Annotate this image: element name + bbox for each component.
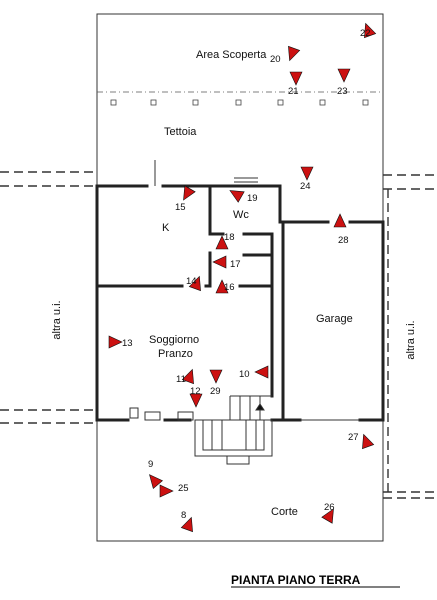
camera-arrow-icon xyxy=(215,235,229,250)
photo-marker-22: 22 xyxy=(360,22,377,39)
photo-marker-24: 24 xyxy=(300,166,314,192)
photo-marker-number: 22 xyxy=(360,28,371,39)
photo-marker-number: 20 xyxy=(270,54,281,65)
photo-marker-17: 17 xyxy=(212,255,241,270)
photo-marker-25: 25 xyxy=(159,483,189,498)
photo-marker-9: 9 xyxy=(148,459,164,489)
photo-marker-number: 17 xyxy=(230,259,241,270)
photo-marker-15: 15 xyxy=(175,185,196,213)
photo-marker-16: 16 xyxy=(215,279,235,294)
label-area-scoperta: Area Scoperta xyxy=(196,49,267,61)
camera-arrow-icon xyxy=(333,213,347,228)
photo-marker-number: 11 xyxy=(176,374,186,385)
photo-marker-number: 9 xyxy=(148,459,153,470)
photo-marker-number: 19 xyxy=(247,193,258,204)
label-pranzo: Pranzo xyxy=(158,348,193,360)
camera-arrow-icon xyxy=(337,68,351,83)
photo-marker-number: 26 xyxy=(324,502,335,513)
photo-marker-13: 13 xyxy=(108,335,133,349)
photo-markers: 22 20 21 23 24 15 19 28 18 17 14 16 13 11 29 10 12 27 9 25 8… xyxy=(108,22,377,533)
photo-marker-number: 14 xyxy=(186,276,197,287)
camera-arrow-icon xyxy=(189,393,203,408)
photo-marker-number: 16 xyxy=(224,282,235,293)
camera-arrow-icon xyxy=(188,275,201,292)
photo-marker-number: 8 xyxy=(181,510,186,521)
camera-arrow-icon xyxy=(183,185,196,201)
camera-arrow-icon xyxy=(215,279,229,294)
camera-arrow-icon xyxy=(159,484,174,498)
photo-marker-number: 10 xyxy=(239,369,250,380)
camera-arrow-icon xyxy=(108,335,123,349)
photo-marker-number: 21 xyxy=(288,86,299,97)
photo-marker-23: 23 xyxy=(337,68,351,97)
photo-marker-12: 12 xyxy=(189,386,203,408)
photo-marker-20: 20 xyxy=(270,45,301,65)
photo-marker-8: 8 xyxy=(180,510,193,533)
label-altra-ui-right: altra u.i. xyxy=(405,320,417,359)
photo-marker-number: 23 xyxy=(337,86,348,97)
photo-marker-28: 28 xyxy=(333,213,349,246)
photo-marker-11: 11 xyxy=(176,368,194,385)
photo-marker-29: 29 xyxy=(209,369,223,397)
photo-marker-18: 18 xyxy=(215,232,235,250)
photo-marker-number: 12 xyxy=(190,386,201,397)
photo-marker-19: 19 xyxy=(229,190,258,204)
photo-marker-number: 24 xyxy=(300,181,311,192)
camera-arrow-icon xyxy=(181,368,194,385)
label-soggiorno: Soggiorno xyxy=(149,334,199,346)
photo-marker-26: 26 xyxy=(321,502,335,524)
photo-marker-27: 27 xyxy=(348,432,375,450)
label-altra-ui-left: altra u.i. xyxy=(51,300,63,339)
camera-arrow-icon xyxy=(300,166,314,181)
photo-marker-number: 15 xyxy=(175,202,186,213)
photo-marker-number: 25 xyxy=(178,483,189,494)
camera-arrow-icon xyxy=(364,22,377,39)
photo-marker-number: 27 xyxy=(348,432,359,443)
camera-arrow-icon xyxy=(209,369,223,384)
entrance-steps xyxy=(129,160,273,465)
camera-arrow-icon xyxy=(254,365,269,379)
camera-arrow-icon xyxy=(288,45,301,62)
photo-marker-10: 10 xyxy=(239,365,269,380)
label-wc: Wc xyxy=(233,209,249,221)
neighbour-boundaries xyxy=(0,171,437,499)
photo-marker-14: 14 xyxy=(186,275,201,292)
photo-marker-21: 21 xyxy=(288,71,303,97)
label-tettoia: Tettoia xyxy=(164,126,197,138)
label-corte: Corte xyxy=(271,506,298,518)
canopy-posts xyxy=(110,99,369,106)
camera-arrow-icon xyxy=(229,190,245,203)
label-garage: Garage xyxy=(316,313,353,325)
photo-marker-number: 18 xyxy=(224,232,235,243)
camera-arrow-icon xyxy=(212,255,227,269)
camera-arrow-icon xyxy=(289,71,303,86)
camera-arrow-icon xyxy=(180,516,193,533)
photo-marker-number: 28 xyxy=(338,235,349,246)
camera-arrow-icon xyxy=(321,508,334,524)
drawing-title: PIANTA PIANO TERRA xyxy=(231,573,361,587)
photo-marker-number: 13 xyxy=(122,338,133,349)
photo-marker-number: 29 xyxy=(210,386,221,397)
camera-arrow-icon xyxy=(362,433,375,450)
label-kitchen: K xyxy=(162,222,170,234)
camera-arrow-icon xyxy=(149,474,164,489)
